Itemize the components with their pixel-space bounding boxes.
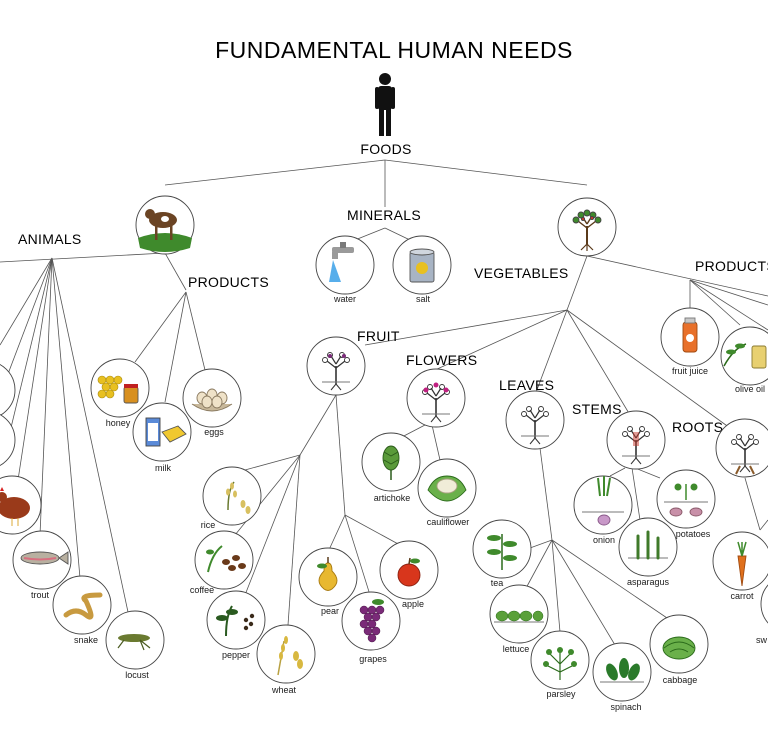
flowers-tree-icon <box>406 368 466 428</box>
page-title: FUNDAMENTAL HUMAN NEEDS <box>215 37 573 63</box>
item-label-carrot: carrot <box>730 591 754 601</box>
item-label-parsley: parsley <box>546 689 576 699</box>
item-label-artichoke: artichoke <box>374 493 411 503</box>
item-label-cabbage: cabbage <box>663 675 698 685</box>
item-label-asparagus: asparagus <box>627 577 670 587</box>
coffee-item <box>194 530 254 590</box>
item-label-honey: honey <box>106 418 131 428</box>
potatoes-item <box>656 469 716 529</box>
root-label-foods: FOODS <box>360 141 411 157</box>
item-label-coffee: coffee <box>190 585 214 595</box>
carrot-item <box>712 531 768 591</box>
grapes-item <box>341 591 401 651</box>
spinach-item <box>592 642 652 702</box>
item-label-olive-oil: olive oil <box>735 384 765 394</box>
item-label-partial: sw <box>756 635 768 645</box>
pepper-item <box>206 590 266 650</box>
onion-item <box>573 475 633 535</box>
category-label-vegetable-products: PRODUCTS <box>695 258 768 274</box>
animal-partial-1 <box>0 364 16 416</box>
item-label-potatoes: potatoes <box>676 529 711 539</box>
olive-oil-item <box>720 326 768 386</box>
category-label-animals: ANIMALS <box>18 231 82 247</box>
person-silhouette-icon <box>375 73 395 136</box>
lettuce-item <box>489 584 549 644</box>
rice-item <box>202 466 262 526</box>
connector-lines <box>0 159 768 646</box>
item-label-fruit-juice: fruit juice <box>672 366 708 376</box>
salt-shaker-icon <box>409 248 435 283</box>
pear-item <box>298 547 358 607</box>
cauliflower-item <box>417 458 477 518</box>
item-label-locust: locust <box>125 670 149 680</box>
parsley-item <box>530 630 590 690</box>
item-label-snake: snake <box>74 635 98 645</box>
item-label-cauliflower: cauliflower <box>427 517 470 527</box>
item-label-pear: pear <box>321 606 339 616</box>
stems-tree-icon <box>606 410 666 470</box>
item-label-wheat: wheat <box>271 685 297 695</box>
fruit-juice-item <box>660 307 720 367</box>
category-label-animal-products: PRODUCTS <box>188 274 269 290</box>
item-label-rice: rice <box>201 520 216 530</box>
item-label-lettuce: lettuce <box>503 644 530 654</box>
honey-item <box>90 358 150 418</box>
item-label-tea: tea <box>491 578 504 588</box>
milk-item <box>132 402 192 462</box>
category-label-leaves: LEAVES <box>499 377 554 393</box>
item-label-spinach: spinach <box>610 702 641 712</box>
item-label-eggs: eggs <box>204 427 224 437</box>
faucet-icon <box>329 242 354 282</box>
asparagus-item <box>618 517 678 577</box>
hen-item <box>0 475 42 535</box>
item-label-trout: trout <box>31 590 50 600</box>
snake-item <box>52 575 112 635</box>
root-partial-item <box>760 584 768 624</box>
category-label-stems: STEMS <box>572 401 622 417</box>
cabbage-item <box>649 614 709 674</box>
wheat-item <box>256 624 316 684</box>
category-label-fruit: FRUIT <box>357 328 400 344</box>
animal-partial-2 <box>0 414 16 466</box>
tea-item <box>472 519 532 579</box>
category-label-vegetables: VEGETABLES <box>474 265 569 281</box>
eggs-item <box>182 368 242 428</box>
apple-item <box>379 540 439 600</box>
tree-icon <box>557 197 617 257</box>
category-label-minerals: MINERALS <box>347 207 421 223</box>
salt-item <box>392 235 452 295</box>
artichoke-item <box>361 432 421 492</box>
item-label-pepper: pepper <box>222 650 250 660</box>
fruit-tree-icon <box>306 336 366 396</box>
item-label-onion: onion <box>593 535 615 545</box>
locust-item <box>105 610 165 670</box>
item-label-water: water <box>333 294 356 304</box>
roots-tree-icon <box>715 418 768 478</box>
category-label-flowers: FLOWERS <box>406 352 477 368</box>
cow-icon <box>135 195 195 255</box>
item-label-grapes: grapes <box>359 654 387 664</box>
leaves-tree-icon <box>505 390 565 450</box>
item-label-apple: apple <box>402 599 424 609</box>
item-label-salt: salt <box>416 294 431 304</box>
water-item <box>315 235 375 295</box>
category-label-roots: ROOTS <box>672 419 723 435</box>
item-label-milk: milk <box>155 463 171 473</box>
trout-item <box>12 530 72 590</box>
